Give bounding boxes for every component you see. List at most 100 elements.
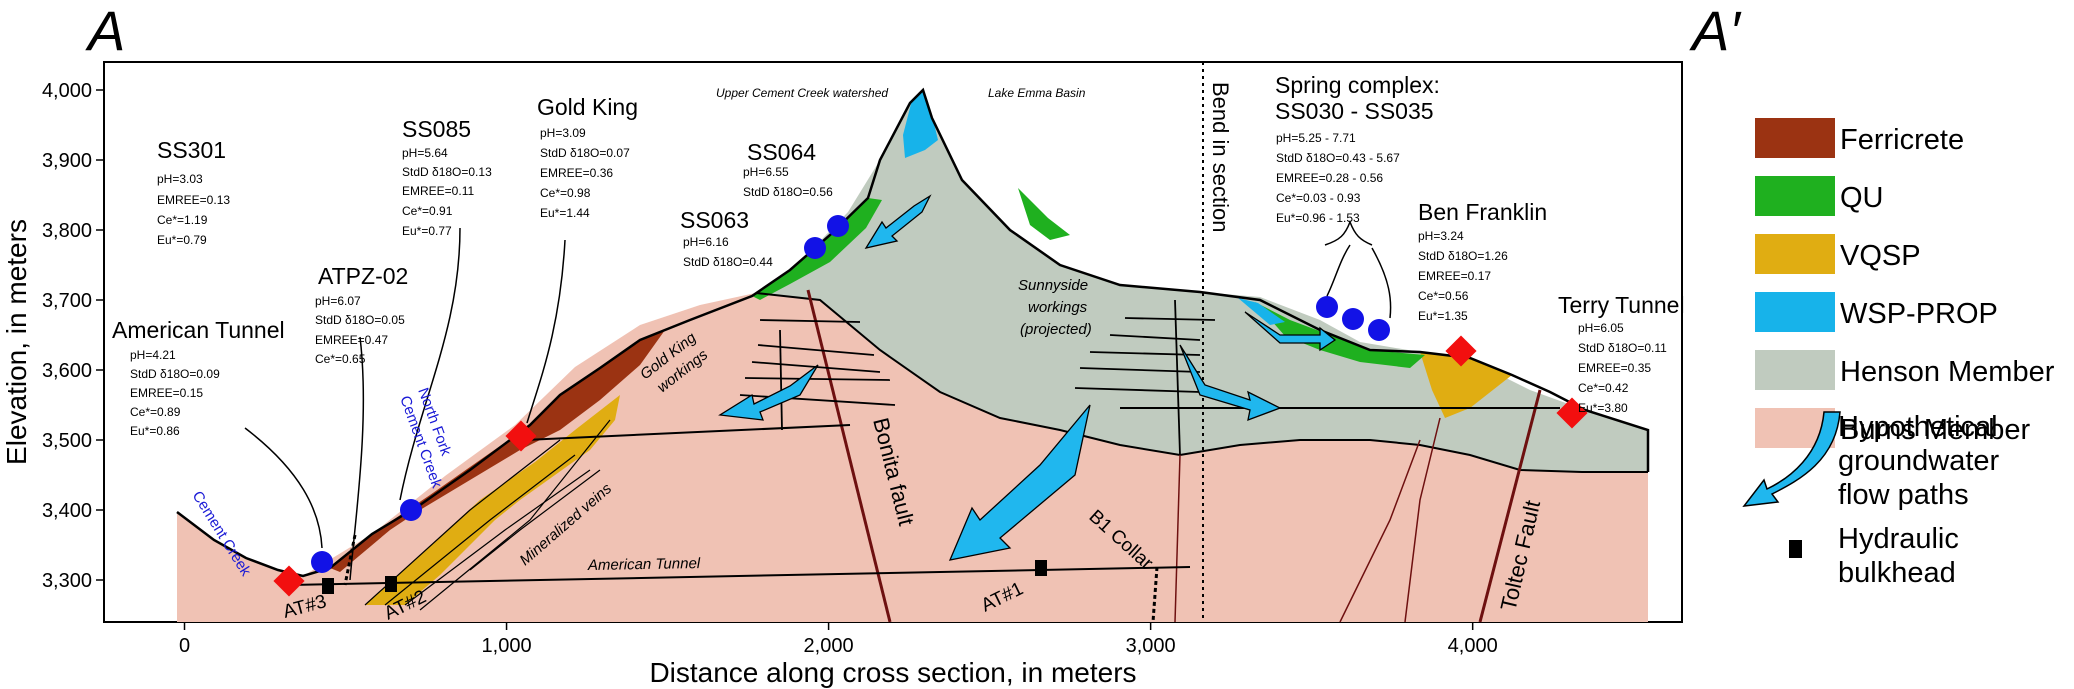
site-markers	[273, 215, 1588, 597]
svg-text:EMREE=0.15: EMREE=0.15	[130, 386, 203, 400]
legend-label-vqsp: VQSP	[1840, 240, 1921, 272]
svg-text:Ce*=0.56: Ce*=0.56	[1418, 289, 1469, 303]
sunnyside-1: Sunnyside	[1018, 277, 1088, 294]
mineralized-vein-lines	[364, 419, 611, 611]
legend-flow-3: flow paths	[1838, 479, 1969, 511]
x-tick-label: 3,000	[1126, 635, 1176, 657]
svg-text:StdD δ18O=0.05: StdD δ18O=0.05	[315, 313, 405, 327]
svg-text:Spring complex:: Spring complex:	[1275, 72, 1440, 98]
leader-lines	[244, 219, 1392, 581]
y-tick-label: 3,600	[42, 360, 92, 382]
american-tunnel-line-label: American Tunnel	[587, 555, 701, 574]
svg-text:Eu*=0.79: Eu*=0.79	[157, 233, 207, 247]
svg-text:pH=6.07: pH=6.07	[315, 294, 361, 308]
svg-text:StdD δ18O=0.13: StdD δ18O=0.13	[402, 165, 492, 179]
henson-member-unit	[756, 92, 1648, 472]
legend-label-ferricrete: Ferricrete	[1840, 124, 1964, 156]
qu-unit-peak	[1018, 188, 1070, 240]
toltec-fault-line	[1478, 389, 1542, 623]
vqsp-unit-right	[1420, 352, 1512, 418]
svg-text:EMREE=0.47: EMREE=0.47	[315, 333, 388, 347]
site-ben-franklin: Ben Franklin pH=3.24 StdD δ18O=1.26 EMRE…	[1418, 199, 1547, 323]
svg-text:pH=6.05: pH=6.05	[1578, 321, 1624, 335]
legend-bulkhead-2: bulkhead	[1838, 557, 1956, 589]
svg-text:pH=3.03: pH=3.03	[157, 172, 203, 186]
y-tick-label: 3,500	[42, 430, 92, 452]
svg-text:Eu*=3.80: Eu*=3.80	[1578, 401, 1628, 415]
marker-ss301	[311, 551, 333, 573]
flow-arrows	[718, 194, 1337, 561]
svg-text:StdD δ18O=0.09: StdD δ18O=0.09	[130, 367, 220, 381]
svg-text:Ce*=0.98: Ce*=0.98	[540, 186, 591, 200]
site-ss063: SS063 pH=6.16 StdD δ18O=0.44	[680, 207, 773, 269]
legend-swatch-vqsp	[1755, 234, 1835, 274]
site-ss085: SS085 pH=5.64 StdD δ18O=0.13 EMREE=0.11 …	[402, 116, 492, 238]
svg-text:StdD δ18O=0.07: StdD δ18O=0.07	[540, 146, 630, 160]
site-american-tunnel: American Tunnel pH=4.21 StdD δ18O=0.09 E…	[112, 317, 285, 438]
y-tick-label: 3,800	[42, 220, 92, 242]
legend-swatch-henson	[1755, 350, 1835, 390]
svg-text:American Tunnel: American Tunnel	[112, 317, 285, 343]
lake-emma-label: Lake Emma Basin	[988, 86, 1086, 100]
legend-flow-arrow	[1742, 411, 1841, 507]
svg-text:SS301: SS301	[157, 137, 226, 163]
legend-flow-2: groundwater	[1838, 445, 2000, 477]
faults	[806, 289, 1542, 623]
legend-flow-1: Hypothetical	[1838, 411, 1998, 443]
svg-text:pH=3.24: pH=3.24	[1418, 229, 1464, 243]
minor-fault-2	[1404, 417, 1441, 623]
flow-arrow-spring	[1244, 311, 1337, 352]
legend-label-qu: QU	[1840, 182, 1884, 214]
site-ss064: SS064 pH=6.55 StdD δ18O=0.56	[743, 139, 833, 199]
svg-text:Eu*=0.86: Eu*=0.86	[130, 424, 180, 438]
svg-text:Ce*=1.19: Ce*=1.19	[157, 213, 208, 227]
legend-label-henson: Henson Member	[1840, 356, 2055, 388]
svg-text:SS064: SS064	[747, 139, 816, 165]
marker-terry-tunnel	[1556, 397, 1588, 429]
svg-text:Eu*=0.77: Eu*=0.77	[402, 224, 452, 238]
x-axis-title: Distance along cross section, in meters	[649, 657, 1136, 688]
svg-text:StdD δ18O=0.11: StdD δ18O=0.11	[1578, 341, 1667, 355]
b1-collar-line	[1151, 566, 1159, 623]
flow-arrow-sunnyside	[1179, 344, 1282, 422]
svg-text:EMREE=0.28 - 0.56: EMREE=0.28 - 0.56	[1276, 171, 1383, 185]
svg-text:SS030 - SS035: SS030 - SS035	[1275, 98, 1434, 124]
svg-text:SS063: SS063	[680, 207, 749, 233]
legend-swatch-qu	[1755, 176, 1835, 216]
marker-spring-1	[1316, 296, 1338, 318]
wsp-prop-unit-peak	[903, 90, 938, 158]
site-labels: American Tunnel pH=4.21 StdD δ18O=0.09 E…	[112, 72, 1685, 438]
upper-cement-label: Upper Cement Creek watershed	[716, 86, 888, 100]
bulkhead-at2	[385, 576, 397, 592]
y-axis-title: Elevation, in meters	[1, 219, 32, 465]
y-tick-label: 3,700	[42, 290, 92, 312]
svg-text:StdD δ18O=0.44: StdD δ18O=0.44	[683, 255, 773, 269]
legend-label-wsp_prop: WSP-PROP	[1840, 298, 1998, 330]
svg-text:Gold King: Gold King	[537, 94, 638, 120]
marker-spring-3	[1368, 319, 1390, 341]
bulkhead-at3	[322, 578, 334, 594]
x-tick-label: 2,000	[804, 635, 854, 657]
marker-american-tunnel	[273, 565, 305, 597]
flow-arrow-ss064	[864, 194, 932, 249]
marker-gold-king	[505, 420, 537, 452]
legend-label-burns: Burns Member	[1840, 414, 2031, 446]
flow-arrow-goldking	[718, 364, 819, 421]
svg-text:StdD δ18O=1.26: StdD δ18O=1.26	[1418, 249, 1508, 263]
marker-ben-franklin	[1445, 335, 1477, 367]
svg-text:Ben Franklin: Ben Franklin	[1418, 199, 1547, 225]
site-terry-tunnel: Terry Tunnel pH=6.05 StdD δ18O=0.11 EMRE…	[1558, 292, 1685, 415]
legend-swatch-ferricrete	[1755, 118, 1835, 158]
site-spring-complex: Spring complex: SS030 - SS035 pH=5.25 - …	[1275, 72, 1440, 225]
minor-fault-3	[1174, 454, 1181, 623]
svg-text:EMREE=0.11: EMREE=0.11	[402, 184, 474, 198]
marker-spring-2	[1342, 308, 1364, 330]
svg-text:Eu*=1.35: Eu*=1.35	[1418, 309, 1468, 323]
burns-member-unit	[177, 292, 1648, 622]
svg-text:Ce*=0.91: Ce*=0.91	[402, 204, 453, 218]
wsp-prop-unit-spring	[1238, 298, 1285, 325]
site-atpz02: ATPZ-02 pH=6.07 StdD δ18O=0.05 EMREE=0.4…	[315, 263, 408, 366]
flow-arrow-bonita	[948, 404, 1091, 561]
